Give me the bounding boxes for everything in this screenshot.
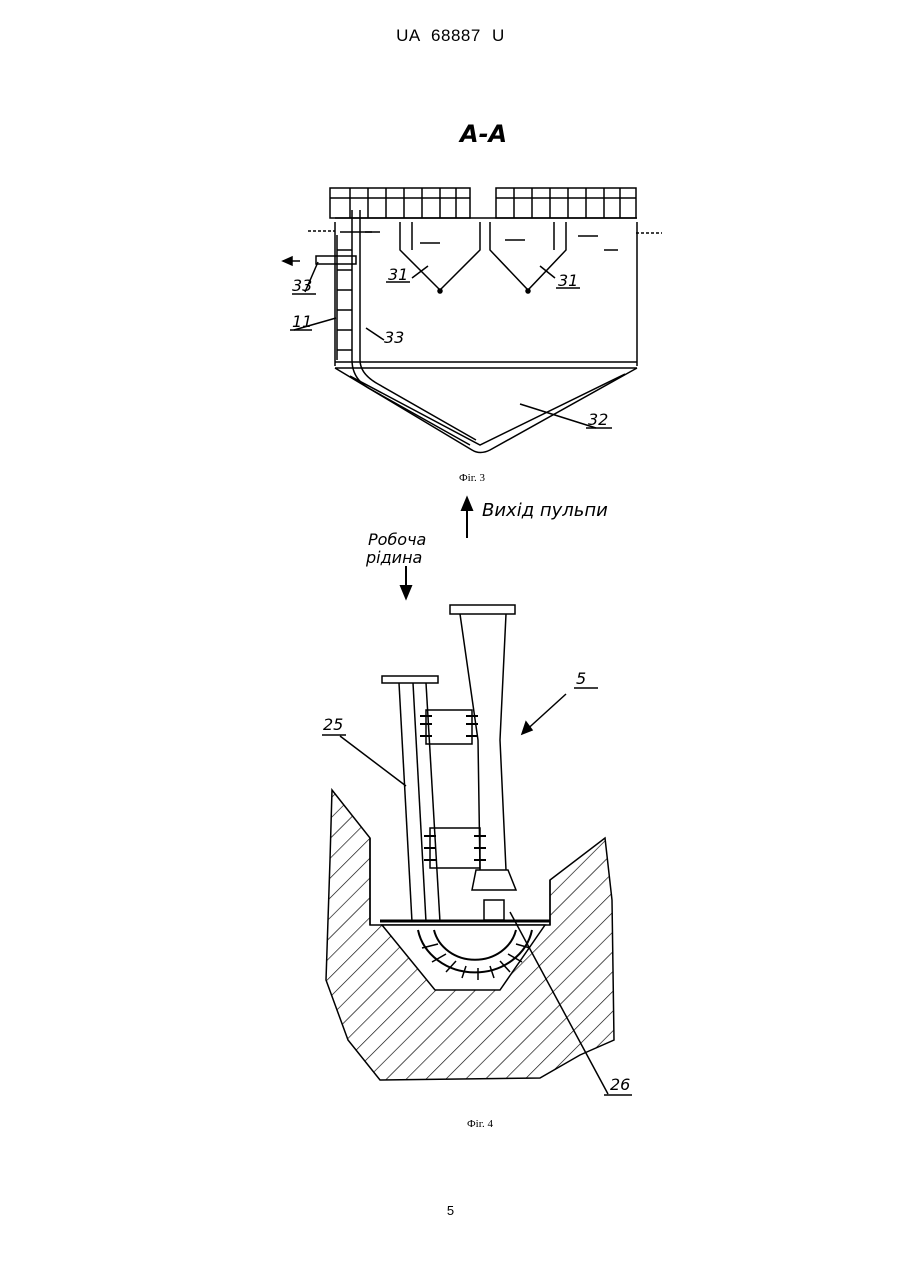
label-11: 11 (292, 312, 312, 331)
figure-4-caption: Фіг. 4 (380, 1118, 580, 1130)
page-number: 5 (0, 1203, 901, 1218)
figure-3-caption: Фіг. 3 (372, 472, 572, 484)
label-32: 32 (588, 410, 608, 429)
label-5: 5 (576, 669, 586, 688)
label-26: 26 (610, 1075, 630, 1094)
working-liquid-line1: Робоча (368, 530, 426, 549)
label-25: 25 (323, 715, 343, 734)
top-grating-right (496, 188, 636, 218)
working-liquid-arrow (401, 566, 411, 598)
working-liquid-line2: рідина (365, 548, 422, 567)
label-31b: 31 (558, 271, 578, 290)
label-31a: 31 (388, 265, 408, 284)
pulp-outlet-arrow (462, 498, 472, 538)
top-grating-left (330, 188, 470, 218)
pulp-outlet-label: Вихід пульпи (482, 500, 608, 521)
label-33a: 33 (292, 276, 312, 295)
label-33b: 33 (384, 328, 404, 347)
